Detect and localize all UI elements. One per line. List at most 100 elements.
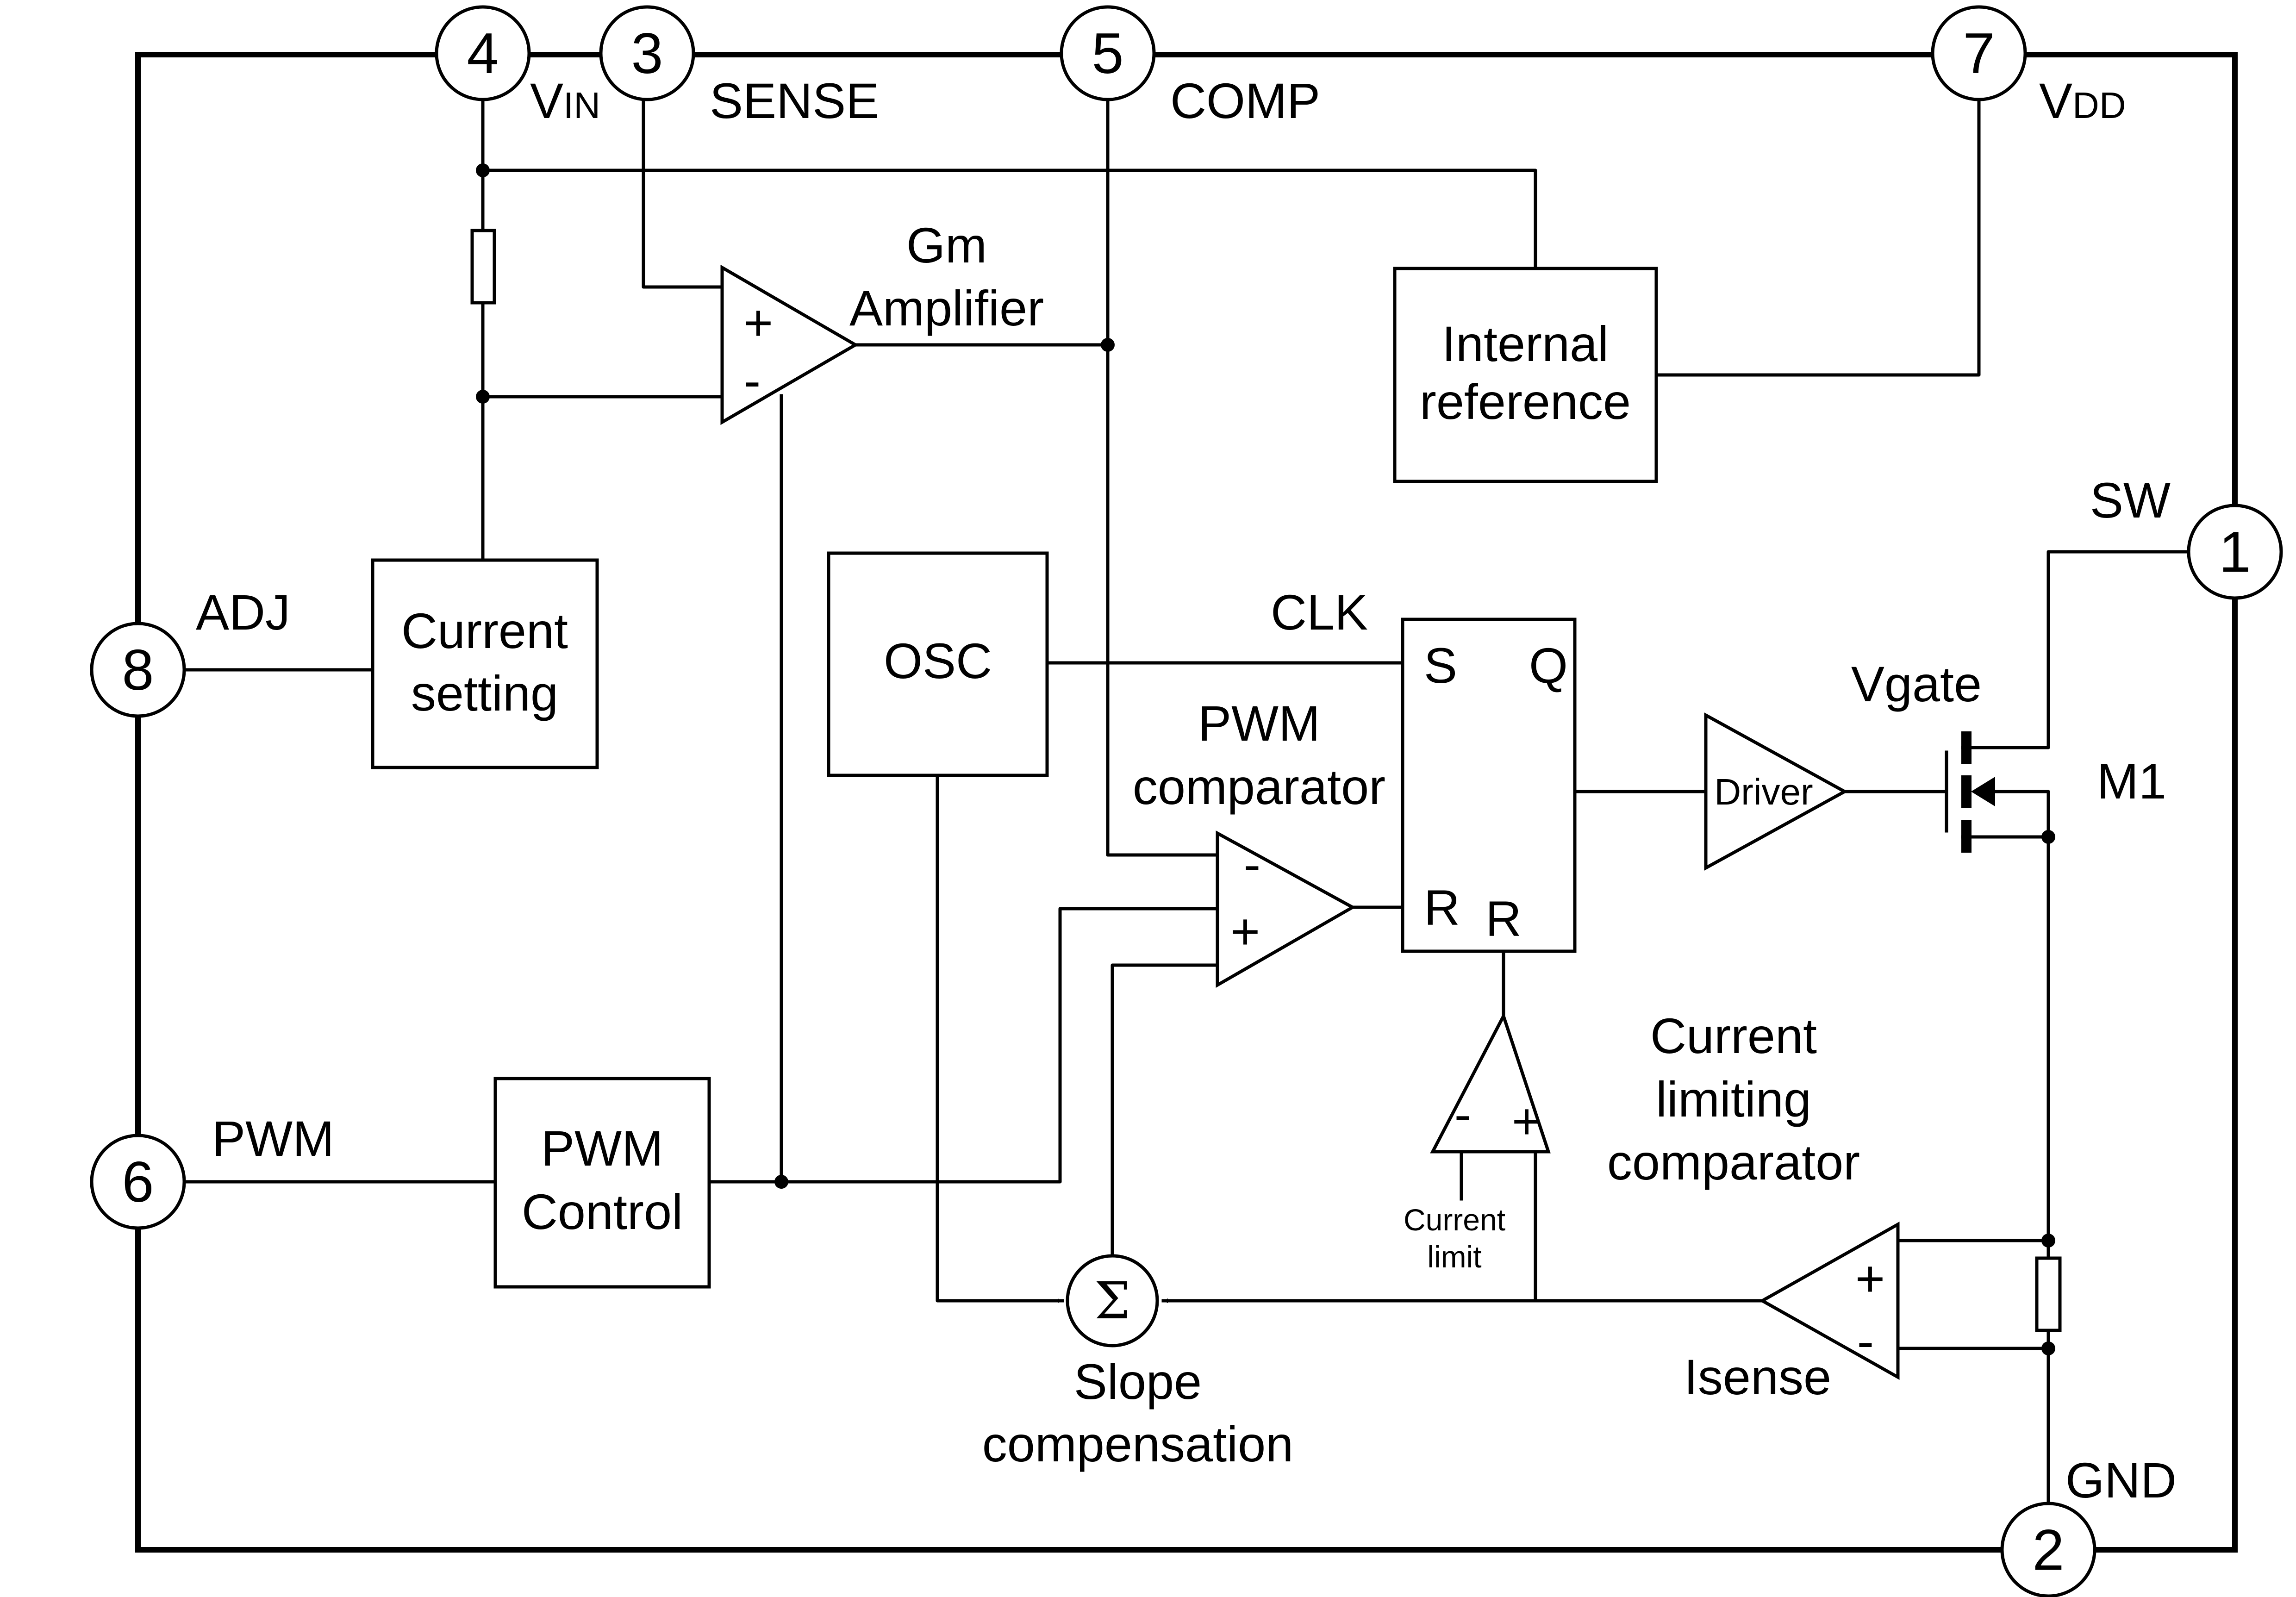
oscillator: OSC <box>827 551 1049 777</box>
gm-amplifier: + - Gm Amplifier <box>720 217 1044 425</box>
sigma-symbol: Σ <box>1094 1271 1130 1330</box>
pin-vdd-name-main: V <box>2039 73 2072 129</box>
isense-triangle <box>1759 1222 1900 1380</box>
pin-pwm-circle <box>90 1134 186 1230</box>
pin-comp: 5 COMP <box>1060 5 1320 129</box>
pwm-comparator: - + PWM comparator <box>1133 695 1385 988</box>
pin-gnd-circle <box>2000 1502 2096 1597</box>
gm-minus-sign: - <box>744 352 761 409</box>
pwm-comparator-plus-sign: + <box>1230 903 1260 960</box>
pin-vin-number: 4 <box>467 22 499 86</box>
wire-vdd-to-reference <box>1654 81 1981 377</box>
gm-amplifier-label-line1: Gm <box>906 217 987 273</box>
pwm-comparator-label-line1: PWM <box>1198 695 1320 751</box>
pin-pwm-number: 6 <box>122 1150 154 1214</box>
pin-vin-name: VIN <box>530 73 600 129</box>
pin-vin: 4 VIN <box>435 5 600 129</box>
isense-minus-sign: - <box>1857 1313 1874 1370</box>
wire-vin-to-reference <box>481 81 1537 270</box>
internal-reference-label-line2: reference <box>1420 374 1631 430</box>
clk-label: CLK <box>1271 584 1368 640</box>
flipflop-s-label: S <box>1424 637 1457 693</box>
current-setting-box <box>371 558 599 769</box>
pin-gnd-number: 2 <box>2033 1518 2065 1582</box>
current-sense-resistor <box>2035 1256 2062 1332</box>
gm-amplifier-triangle <box>720 264 859 425</box>
m1-label: M1 <box>2097 753 2166 809</box>
pin-adj-name: ADJ <box>196 584 290 640</box>
mosfet-body-arrow <box>1971 777 1995 806</box>
pin-sense-name: SENSE <box>710 73 879 129</box>
current-limit-triangle <box>1430 1012 1551 1154</box>
current-limiting-comparator: - + Current limiting comparator Current … <box>1404 1008 1860 1274</box>
pin-vdd-name: VDD <box>2039 73 2126 129</box>
junction-dot <box>2041 830 2055 844</box>
pin-sense-circle <box>599 5 695 101</box>
wire-source-path <box>1961 790 2050 839</box>
pwm-comparator-triangle <box>1216 830 1356 988</box>
pwm-control-box <box>493 1077 711 1289</box>
junction-dot <box>476 163 490 177</box>
current-setting: Current setting <box>371 558 599 769</box>
slope-compensation-label-line2: compensation <box>982 1416 1293 1472</box>
gate-driver: Driver <box>1704 712 1848 871</box>
current-limit-plus-sign: + <box>1512 1093 1541 1150</box>
current-limit-comparator-label-line3: comparator <box>1607 1134 1860 1190</box>
pin-vin-name-main: V <box>530 73 563 129</box>
pin-adj-number: 8 <box>122 638 154 702</box>
pin-sw-number: 1 <box>2219 520 2251 584</box>
flipflop-r1-label: R <box>1424 880 1460 936</box>
current-limit-comparator-label-line2: limiting <box>1656 1071 1811 1127</box>
isense-label: Isense <box>1684 1349 1831 1405</box>
mosfet-m1: M1 <box>1945 731 2166 853</box>
junction-dot <box>476 390 490 404</box>
pin-vdd-circle <box>1931 5 2027 101</box>
slope-compensation: Σ Slope compensation <box>982 1254 1293 1472</box>
pwm-control-label-line1: PWM <box>541 1120 663 1176</box>
wire-sense-to-gm-plus <box>642 81 724 289</box>
adj-resistor <box>470 229 496 305</box>
pin-sense: 3 SENSE <box>599 5 879 129</box>
pin-adj: 8 ADJ <box>90 584 290 718</box>
gm-plus-sign: + <box>743 294 773 351</box>
junction-dot <box>2041 1234 2055 1248</box>
summing-node <box>1066 1254 1159 1347</box>
sr-flipflop: S Q R R <box>1401 618 1577 953</box>
flipflop-r2-label: R <box>1485 891 1522 947</box>
internal-reference: Internal reference <box>1393 267 1658 483</box>
pwm-comparator-label-line2: comparator <box>1133 759 1385 815</box>
pin-vin-name-sub: IN <box>563 85 600 126</box>
pin-vin-circle <box>435 5 531 101</box>
wire-drain-to-sw <box>1961 550 2191 749</box>
pin-comp-name: COMP <box>1170 73 1320 129</box>
junction-dot <box>774 1175 788 1189</box>
gm-amplifier-label-line2: Amplifier <box>849 280 1044 336</box>
wire-slope-to-pwm-comparator <box>1111 963 1219 1271</box>
pin-vdd-name-sub: DD <box>2072 85 2126 126</box>
current-limit-comparator-label-line1: Current <box>1650 1008 1817 1064</box>
current-limit-ref-label-line1: Current <box>1404 1203 1505 1237</box>
pin-sw: 1 SW <box>2090 472 2283 600</box>
current-setting-label-line1: Current <box>401 603 568 659</box>
pin-comp-circle <box>1060 5 1156 101</box>
junction-dot <box>1101 338 1115 352</box>
driver-label: Driver <box>1714 771 1813 812</box>
internal-reference-label-line1: Internal <box>1442 316 1609 372</box>
current-limit-minus-sign: - <box>1454 1086 1472 1143</box>
vgate-label: Vgate <box>1851 656 1982 712</box>
wire-pwm-control-output <box>707 907 1219 1184</box>
pwm-control: PWM Control <box>493 1077 711 1289</box>
pin-sw-name: SW <box>2090 472 2171 528</box>
pin-gnd: 2 GND <box>2000 1452 2177 1597</box>
wiring <box>182 81 2191 1522</box>
osc-label: OSC <box>884 633 992 689</box>
pin-comp-number: 5 <box>1092 22 1124 86</box>
flipflop-q-label: Q <box>1529 637 1568 693</box>
driver-triangle <box>1704 712 1848 871</box>
junction-dot <box>2041 1341 2055 1355</box>
pin-sw-circle <box>2187 504 2283 600</box>
pin-vdd-number: 7 <box>1963 22 1995 86</box>
pin-pwm: 6 PWM <box>90 1110 334 1230</box>
current-setting-label-line2: setting <box>411 665 558 721</box>
flipflop-box <box>1401 618 1577 953</box>
